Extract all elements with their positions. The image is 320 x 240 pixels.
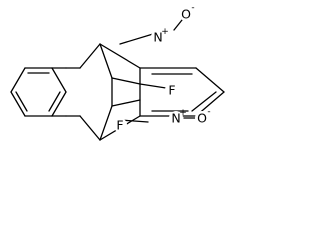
nitro-top-o: O xyxy=(181,7,191,22)
bridgehead-bonds xyxy=(51,43,101,141)
nitro-top-minus: - xyxy=(191,3,194,13)
nitro-mid-o: O xyxy=(197,111,207,126)
bridge-framework xyxy=(99,43,141,141)
nitro-mid-plus: + xyxy=(179,108,187,118)
nitro-top-n: N xyxy=(153,30,162,45)
chemical-structure: N + O - N + O - F F xyxy=(10,3,225,141)
fluorine-bottom: F xyxy=(116,118,123,133)
nitro-mid-minus: - xyxy=(207,107,210,117)
right-benzene-ring xyxy=(139,67,225,117)
fluorine-atoms: F F xyxy=(113,83,179,133)
nitro-group-mid: N + O - xyxy=(169,107,211,126)
nitro-group-top: N + O - xyxy=(151,3,195,45)
substituent-bonds xyxy=(119,19,197,123)
left-benzene-ring xyxy=(10,67,67,117)
fluorine-right: F xyxy=(168,83,175,98)
nitro-top-plus: + xyxy=(161,27,169,37)
nitro-mid-n: N xyxy=(171,111,180,126)
